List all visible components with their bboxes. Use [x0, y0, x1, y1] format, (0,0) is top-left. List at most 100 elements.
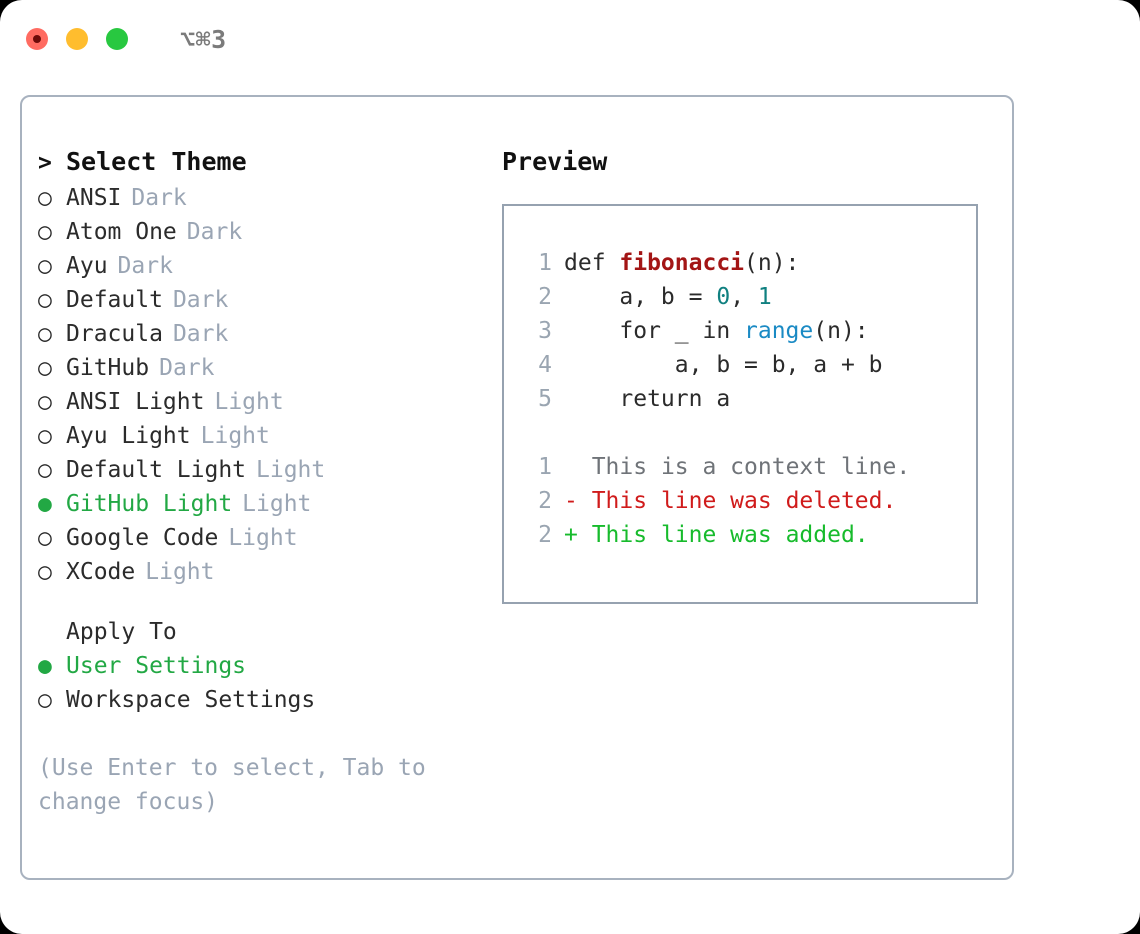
radio-icon[interactable]: ○: [38, 355, 52, 381]
line-number: 1: [538, 454, 552, 480]
apply-to-option-user-settings[interactable]: ● User Settings: [38, 653, 488, 687]
diff-line-context: 1 This is a context line.: [518, 454, 976, 488]
code-segment: for _ in: [564, 318, 745, 344]
line-number: 2: [538, 522, 552, 548]
theme-list-item-ayu-light[interactable]: ○ Ayu Light Light: [38, 423, 488, 457]
prompt-caret-icon: >: [38, 150, 52, 176]
main-panel: > Select Theme ○ ANSI Dark ○ Atom One Da…: [20, 95, 1014, 880]
theme-mode-badge: Dark: [117, 253, 173, 279]
radio-icon[interactable]: ○: [38, 321, 52, 347]
theme-picker-column: > Select Theme ○ ANSI Dark ○ Atom One Da…: [38, 147, 488, 819]
theme-list-item-default-light[interactable]: ○ Default Light Light: [38, 457, 488, 491]
radio-icon[interactable]: ○: [38, 253, 52, 279]
line-number: 1: [538, 250, 552, 276]
code-segment: return a: [564, 386, 731, 412]
code-segment: a, b = b, a + b: [564, 352, 883, 378]
theme-mode-badge: Light: [145, 559, 215, 585]
theme-name: Atom One: [66, 219, 177, 245]
radio-icon[interactable]: ○: [38, 687, 52, 713]
diff-marker: +: [564, 522, 592, 548]
code-line: 2 a, b = 0, 1: [518, 284, 976, 318]
theme-name: Default Light: [66, 457, 247, 483]
code-line: 3 for _ in range(n):: [518, 318, 976, 352]
theme-list-item-xcode[interactable]: ○ XCode Light: [38, 559, 488, 593]
window-controls: [26, 28, 128, 50]
preview-title: Preview: [502, 147, 608, 176]
theme-mode-badge: Light: [242, 491, 312, 517]
code-diff-separator: [518, 420, 976, 454]
radio-icon[interactable]: ○: [38, 559, 52, 585]
code-segment-call: range: [744, 318, 814, 344]
code-segment: (n):: [813, 318, 869, 344]
preview-column: Preview 1 def fibonacci(n): 2 a, b = 0, …: [502, 147, 1002, 604]
theme-picker-header: > Select Theme: [38, 147, 488, 185]
apply-to-option-label: Workspace Settings: [66, 687, 316, 713]
radio-icon[interactable]: ○: [38, 389, 52, 415]
section-spacer: [38, 593, 488, 619]
theme-name: Dracula: [66, 321, 163, 347]
radio-icon[interactable]: ○: [38, 457, 52, 483]
code-line: 1 def fibonacci(n):: [518, 250, 976, 284]
radio-icon-selected[interactable]: ●: [38, 491, 52, 517]
theme-mode-badge: Light: [228, 525, 298, 551]
theme-name: Ayu: [66, 253, 108, 279]
diff-line-added: 2 + This line was added.: [518, 522, 976, 556]
diff-text: This line was deleted.: [591, 488, 897, 514]
line-number: 4: [538, 352, 552, 378]
theme-list-item-default[interactable]: ○ Default Dark: [38, 287, 488, 321]
diff-marker: -: [564, 488, 592, 514]
code-segment: ,: [730, 284, 758, 310]
theme-name: Ayu Light: [66, 423, 191, 449]
diff-text: This is a context line.: [591, 454, 911, 480]
code-segment-number: 0: [716, 284, 731, 310]
keyboard-hint-text: (Use Enter to select, Tab to change focu…: [38, 755, 426, 815]
theme-list-item-atom-one[interactable]: ○ Atom One Dark: [38, 219, 488, 253]
theme-name: ANSI Light: [66, 389, 205, 415]
theme-mode-badge: Dark: [172, 287, 229, 313]
apply-to-section-label: Apply To: [38, 619, 488, 653]
apply-to-label: Apply To: [66, 619, 177, 645]
theme-list-item-ayu[interactable]: ○ Ayu Dark: [38, 253, 488, 287]
minimize-button-icon[interactable]: [66, 28, 88, 50]
line-number: 2: [538, 488, 552, 514]
diff-text: This line was added.: [591, 522, 869, 548]
theme-mode-badge: Dark: [159, 355, 215, 381]
radio-icon[interactable]: ○: [38, 287, 52, 313]
code-segment: a, b =: [564, 284, 717, 310]
code-line: 5 return a: [518, 386, 976, 420]
maximize-button-icon[interactable]: [106, 28, 128, 50]
diff-marker: [564, 454, 592, 480]
close-button-icon[interactable]: [26, 28, 48, 50]
theme-list-item-github-light[interactable]: ● GitHub Light Light: [38, 491, 488, 525]
theme-list-item-google-code[interactable]: ○ Google Code Light: [38, 525, 488, 559]
theme-list-item-ansi[interactable]: ○ ANSI Dark: [38, 185, 488, 219]
code-segment-number: 1: [757, 284, 772, 310]
line-number: 3: [538, 318, 552, 344]
theme-list-item-dracula[interactable]: ○ Dracula Dark: [38, 321, 488, 355]
radio-icon[interactable]: ○: [38, 185, 52, 211]
code-segment: (n):: [744, 250, 800, 276]
radio-icon[interactable]: ○: [38, 423, 52, 449]
theme-list-item-ansi-light[interactable]: ○ ANSI Light Light: [38, 389, 488, 423]
code-segment-function: fibonacci: [619, 250, 745, 276]
theme-name: GitHub Light: [66, 491, 233, 517]
radio-icon[interactable]: ○: [38, 219, 52, 245]
theme-name: ANSI: [66, 185, 122, 211]
apply-to-option-workspace-settings[interactable]: ○ Workspace Settings: [38, 687, 488, 721]
theme-mode-badge: Light: [214, 389, 284, 415]
line-number: 2: [538, 284, 552, 310]
code-line: 4 a, b = b, a + b: [518, 352, 976, 386]
page-title: Select Theme: [66, 147, 247, 176]
radio-icon[interactable]: ○: [38, 525, 52, 551]
code-segment: def: [564, 250, 620, 276]
theme-list-item-github[interactable]: ○ GitHub Dark: [38, 355, 488, 389]
apply-to-option-label: User Settings: [66, 653, 247, 679]
theme-mode-badge: Light: [256, 457, 326, 483]
theme-mode-badge: Light: [200, 423, 270, 449]
theme-name: Default: [66, 287, 163, 313]
preview-box: 1 def fibonacci(n): 2 a, b = 0, 1 3 for …: [502, 204, 978, 604]
radio-icon-selected[interactable]: ●: [38, 653, 52, 679]
title-bar: ⌥⌘3: [0, 0, 1140, 78]
diff-line-deleted: 2 - This line was deleted.: [518, 488, 976, 522]
